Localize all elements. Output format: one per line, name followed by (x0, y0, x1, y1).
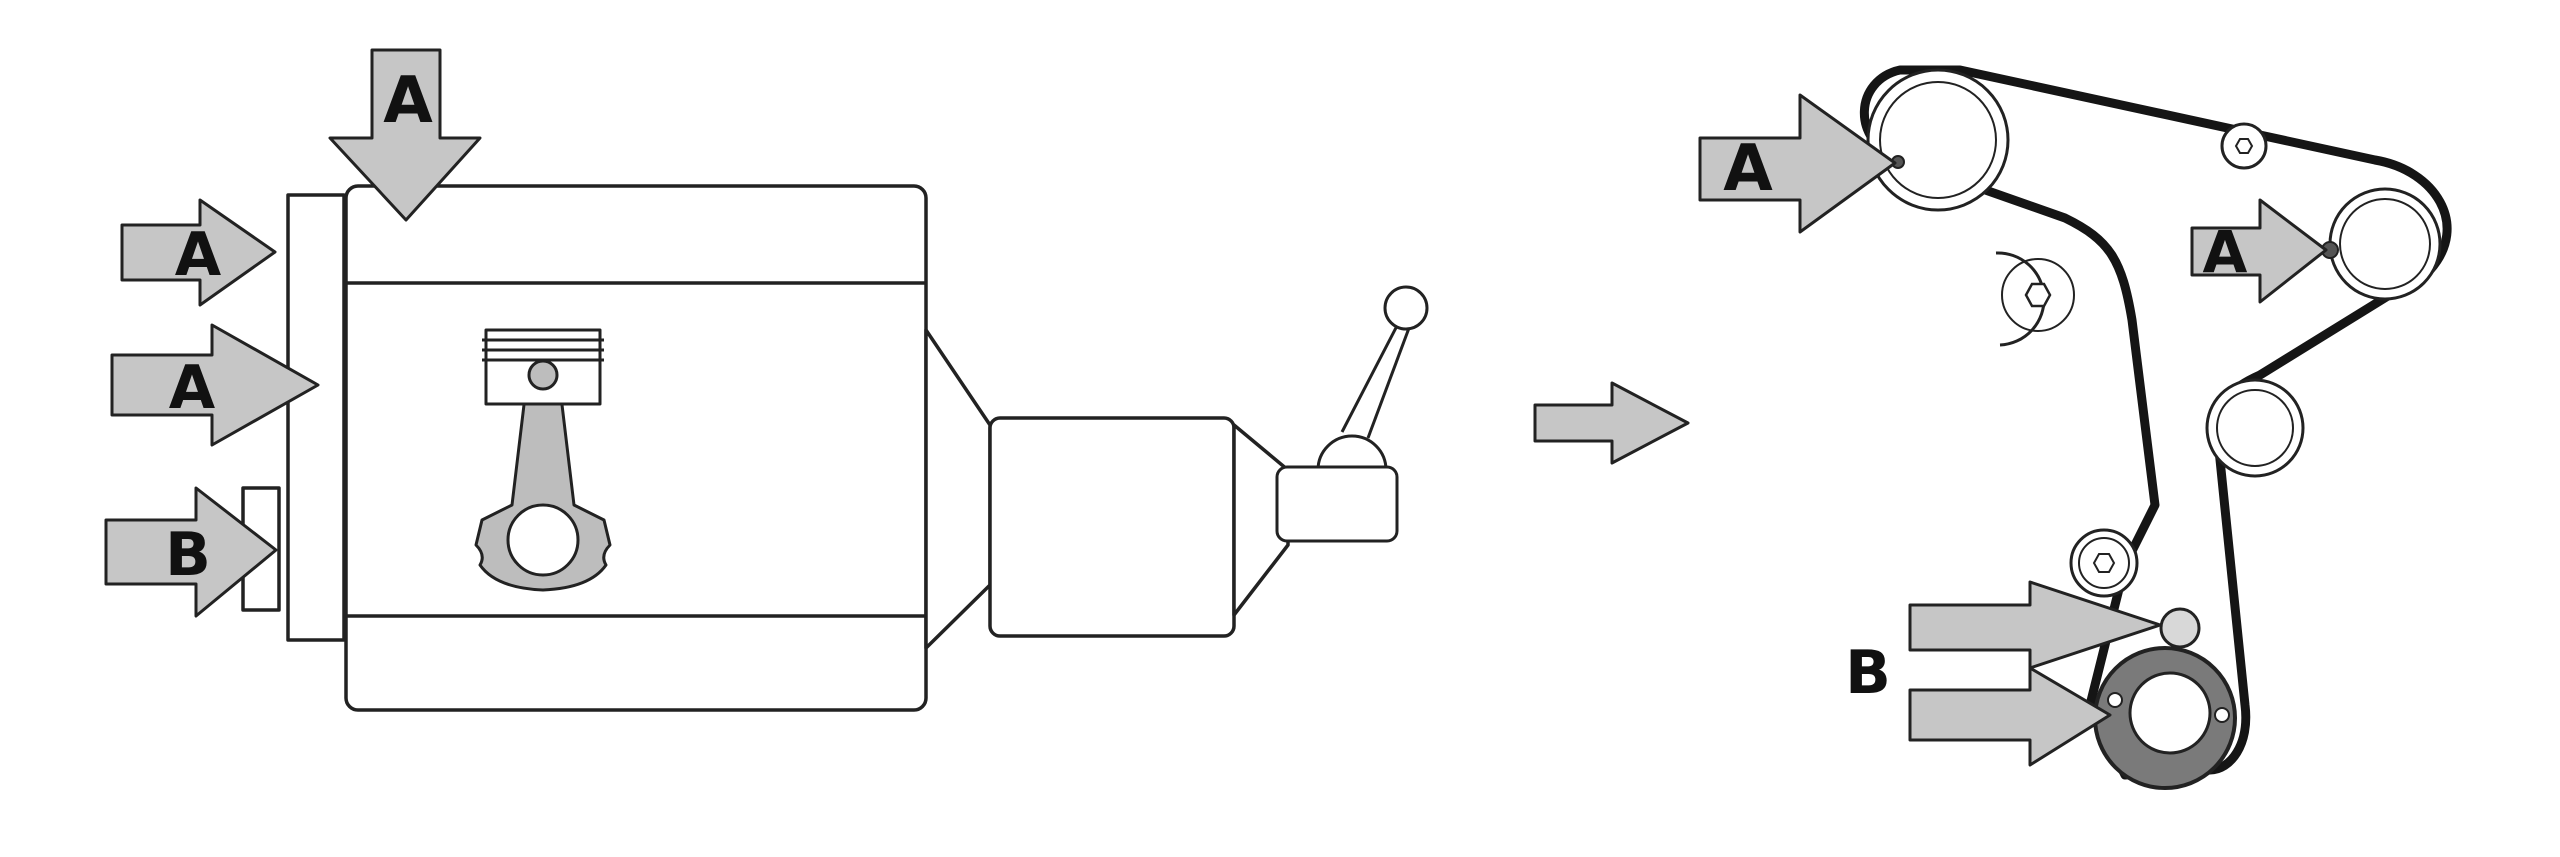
lever-boot (1316, 434, 1388, 472)
big-end-bore (506, 503, 580, 577)
tensioner-pulley-inner (2001, 258, 2075, 332)
arrow-b-left (104, 486, 278, 618)
belt-pulleys (1866, 68, 2442, 790)
engine-arrows (104, 48, 482, 618)
camshaft-pulley-left (1866, 68, 2010, 212)
camshaft-pulley-right-inner (2339, 198, 2431, 290)
camshaft-pulley-left-inner (1879, 81, 1997, 199)
wrist-pin (527, 359, 559, 391)
bellhousing-cone (924, 328, 992, 650)
lever-stick-right (1366, 319, 1414, 439)
lever-stick-left (1340, 319, 1402, 433)
label-a-top: A (383, 64, 433, 138)
engine-block (344, 184, 928, 712)
gear-lever-icon (1275, 285, 1429, 543)
arrow-b-lower (1908, 666, 2112, 767)
gearbox-housing (988, 416, 1236, 638)
belt-arrow-labels: A A B (1723, 132, 2247, 708)
arrow-a-upper-left (120, 198, 277, 307)
front-cover-plate (286, 193, 346, 642)
gearbox-taper (1232, 423, 1290, 617)
label-a-left-cam: A (1723, 132, 1773, 206)
small-idler-top-bolt (2234, 138, 2254, 154)
label-a-mid-left: A (169, 353, 216, 423)
lever-knob (1383, 285, 1429, 331)
belt-arrows (1698, 93, 2328, 767)
crank-timing-mark-b (2159, 607, 2201, 649)
shifter-base (1275, 465, 1399, 543)
label-a-right-cam: A (2203, 218, 2248, 286)
camshaft-pulley-right (2328, 187, 2442, 301)
arrow-a-right-cam (2190, 198, 2328, 304)
piston-connecting-rod-icon (474, 328, 612, 592)
engine-arrow-labels: A A A B (165, 64, 433, 590)
engine-assembly (241, 184, 1290, 712)
timing-marks (1891, 155, 2339, 259)
arrow-a-mid-left (110, 323, 320, 447)
idler-pulley-inner (2216, 389, 2294, 467)
crankshaft-hole-right (2214, 707, 2230, 723)
label-a-upper-left: A (175, 220, 222, 290)
water-pump-bolt (2092, 553, 2116, 573)
crankshaft-bore (2128, 671, 2212, 755)
tensioner-bolt (2024, 282, 2052, 308)
arrow-a-left-cam (1698, 93, 1897, 234)
right-arrow-icon (1533, 381, 1690, 465)
idler-pulley (2205, 378, 2305, 478)
crankshaft-hole-left (2107, 692, 2123, 708)
arrow-b-upper (1908, 580, 2162, 670)
label-b-left: B (165, 520, 211, 590)
label-b-crank: B (1845, 638, 1891, 708)
water-pump-pulley-inner (2078, 537, 2130, 589)
arrow-a-top (328, 48, 482, 222)
